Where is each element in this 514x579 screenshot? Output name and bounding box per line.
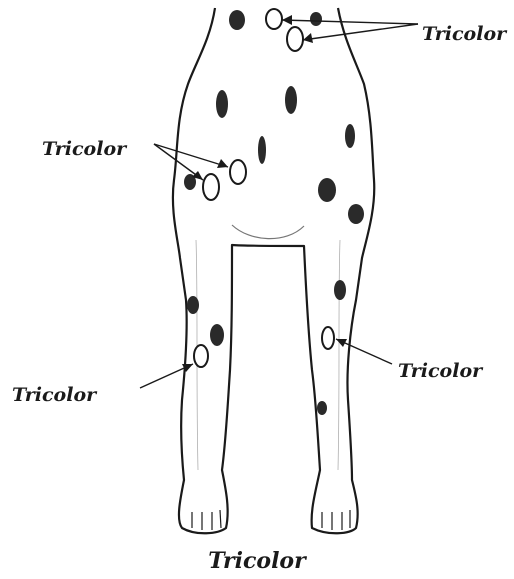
spot bbox=[229, 10, 245, 30]
tricolor-spot bbox=[194, 345, 208, 367]
spot bbox=[216, 90, 228, 118]
tricolor-spot bbox=[322, 327, 334, 349]
tricolor-label-right-leg: Tricolor bbox=[398, 362, 482, 381]
spot bbox=[345, 124, 355, 148]
spot bbox=[210, 324, 224, 346]
tricolor-spot bbox=[266, 9, 282, 29]
tricolor-label-left-leg: Tricolor bbox=[12, 386, 96, 405]
spot bbox=[334, 280, 346, 300]
spot bbox=[317, 401, 327, 415]
spot bbox=[310, 12, 322, 26]
tricolor-spot bbox=[203, 174, 219, 200]
spot bbox=[258, 136, 266, 164]
spot bbox=[187, 296, 199, 314]
tricolor-spot bbox=[230, 160, 246, 184]
figure-caption: Tricolor bbox=[0, 550, 514, 572]
tricolor-label-top-right: Tricolor bbox=[422, 25, 506, 44]
tricolor-spot bbox=[287, 27, 303, 51]
dog-body-outline bbox=[173, 8, 374, 533]
tricolor-label-mid-left: Tricolor bbox=[42, 140, 126, 159]
spot bbox=[348, 204, 364, 224]
spot bbox=[285, 86, 297, 114]
spot bbox=[318, 178, 336, 202]
